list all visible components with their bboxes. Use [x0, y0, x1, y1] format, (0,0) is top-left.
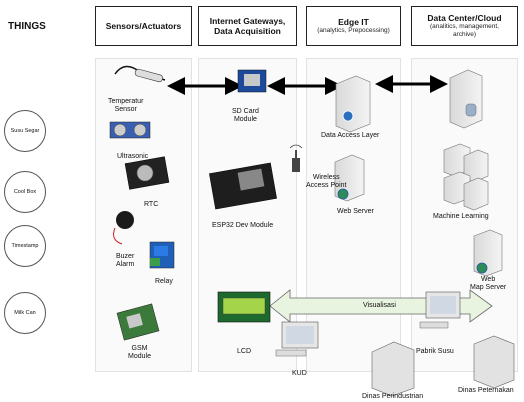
esp32-module-icon [209, 162, 277, 210]
label-rtc: RTC [144, 201, 159, 208]
label-sdcard-line1: SD Card [232, 108, 259, 115]
label-gsm-line1: GSM [131, 345, 148, 352]
things-title: THINGS [8, 21, 46, 32]
header-edge-title: Edge IT [338, 17, 369, 27]
pabrik-susu-computer-icon [419, 291, 461, 329]
thing-label: Timestamp [11, 243, 39, 249]
label-access-point-line1: Wireless [312, 174, 340, 181]
machine-learning-servers-icon [443, 143, 489, 211]
column-sensors [95, 58, 192, 372]
thing-label: Cool Box [13, 189, 37, 195]
kud-computer-icon [275, 321, 319, 357]
thing-milk-can: Milk Can [4, 292, 46, 334]
sdcard-module-icon [237, 69, 267, 93]
temperature-sensor-icon [114, 65, 166, 83]
label-buzzer-line1: Buzer [116, 253, 135, 260]
label-web-map-line1: Web [480, 276, 496, 283]
header-sensors: Sensors/Actuators [95, 6, 192, 46]
label-access-point-line2: Access Point [306, 182, 347, 189]
thing-susu-segar: Susu Segar [4, 110, 46, 152]
header-cloud-subtitle: (analitics, management, [429, 23, 499, 30]
label-sdcard-line2: Module [233, 116, 257, 123]
header-gateways: Internet Gateways, Data Acquisition [198, 6, 297, 46]
data-access-server-icon [335, 75, 371, 133]
thing-timestamp: Timestamp [4, 225, 46, 267]
gsm-module-icon [116, 303, 160, 341]
header-cloud-subtitle2: archive) [452, 31, 477, 38]
rtc-module-icon [124, 156, 170, 190]
header-gateways-title: Internet Gateways, [209, 16, 286, 26]
web-map-server-icon [473, 229, 503, 277]
label-ultrasonic: Ultrasonic [117, 153, 149, 160]
header-edge: Edge IT (analytics, Prepocessing) [306, 6, 401, 46]
label-temperature-line2: Sensor [114, 106, 137, 113]
label-data-access-layer: Data Access Layer [321, 132, 380, 139]
access-point-icon [289, 144, 303, 172]
label-esp32: ESP32 Dev Module [212, 222, 274, 229]
label-web-server: Web Server [337, 208, 374, 215]
header-sensors-title: Sensors/Actuators [105, 21, 182, 31]
header-cloud-title: Data Center/Cloud [427, 13, 502, 23]
web-server-icon-edge [334, 154, 365, 202]
label-kud: KUD [292, 370, 307, 377]
thing-label: Milk Can [14, 310, 36, 316]
label-gsm-line2: Module [128, 353, 151, 360]
ultrasonic-sensor-icon [109, 121, 151, 139]
thing-cool-box: Cool Box [4, 171, 46, 213]
label-lcd: LCD [237, 348, 252, 355]
label-dinas-peternakan: Dinas Peternakan [458, 387, 514, 394]
header-edge-subtitle: (analytics, Prepocessing) [317, 27, 390, 34]
thing-label: Susu Segar [10, 128, 40, 134]
header-gateways-title2: Data Acquisition [214, 26, 281, 36]
dinas-peternakan-building-icon [473, 335, 515, 389]
relay-module-icon [149, 241, 175, 269]
label-pabrik-susu: Pabrik Susu [416, 348, 454, 355]
label-dinas-perindustrian: Dinas Perindustrian [362, 393, 424, 400]
lcd-display-icon [217, 291, 271, 323]
label-temperature-line1: Temperatur [108, 98, 144, 105]
label-machine-learning: Machine Learning [433, 213, 489, 220]
dinas-perindustrian-building-icon [371, 341, 415, 397]
label-buzzer-line2: Alarm [116, 261, 135, 268]
buzzer-icon [113, 211, 134, 245]
cloud-archive-server-icon [449, 69, 483, 129]
label-relay: Relay [155, 278, 173, 285]
header-cloud: Data Center/Cloud (analitics, management… [411, 6, 518, 46]
label-visualisasi: Visualisasi [363, 302, 396, 309]
label-web-map-line2: Map Server [470, 284, 507, 291]
